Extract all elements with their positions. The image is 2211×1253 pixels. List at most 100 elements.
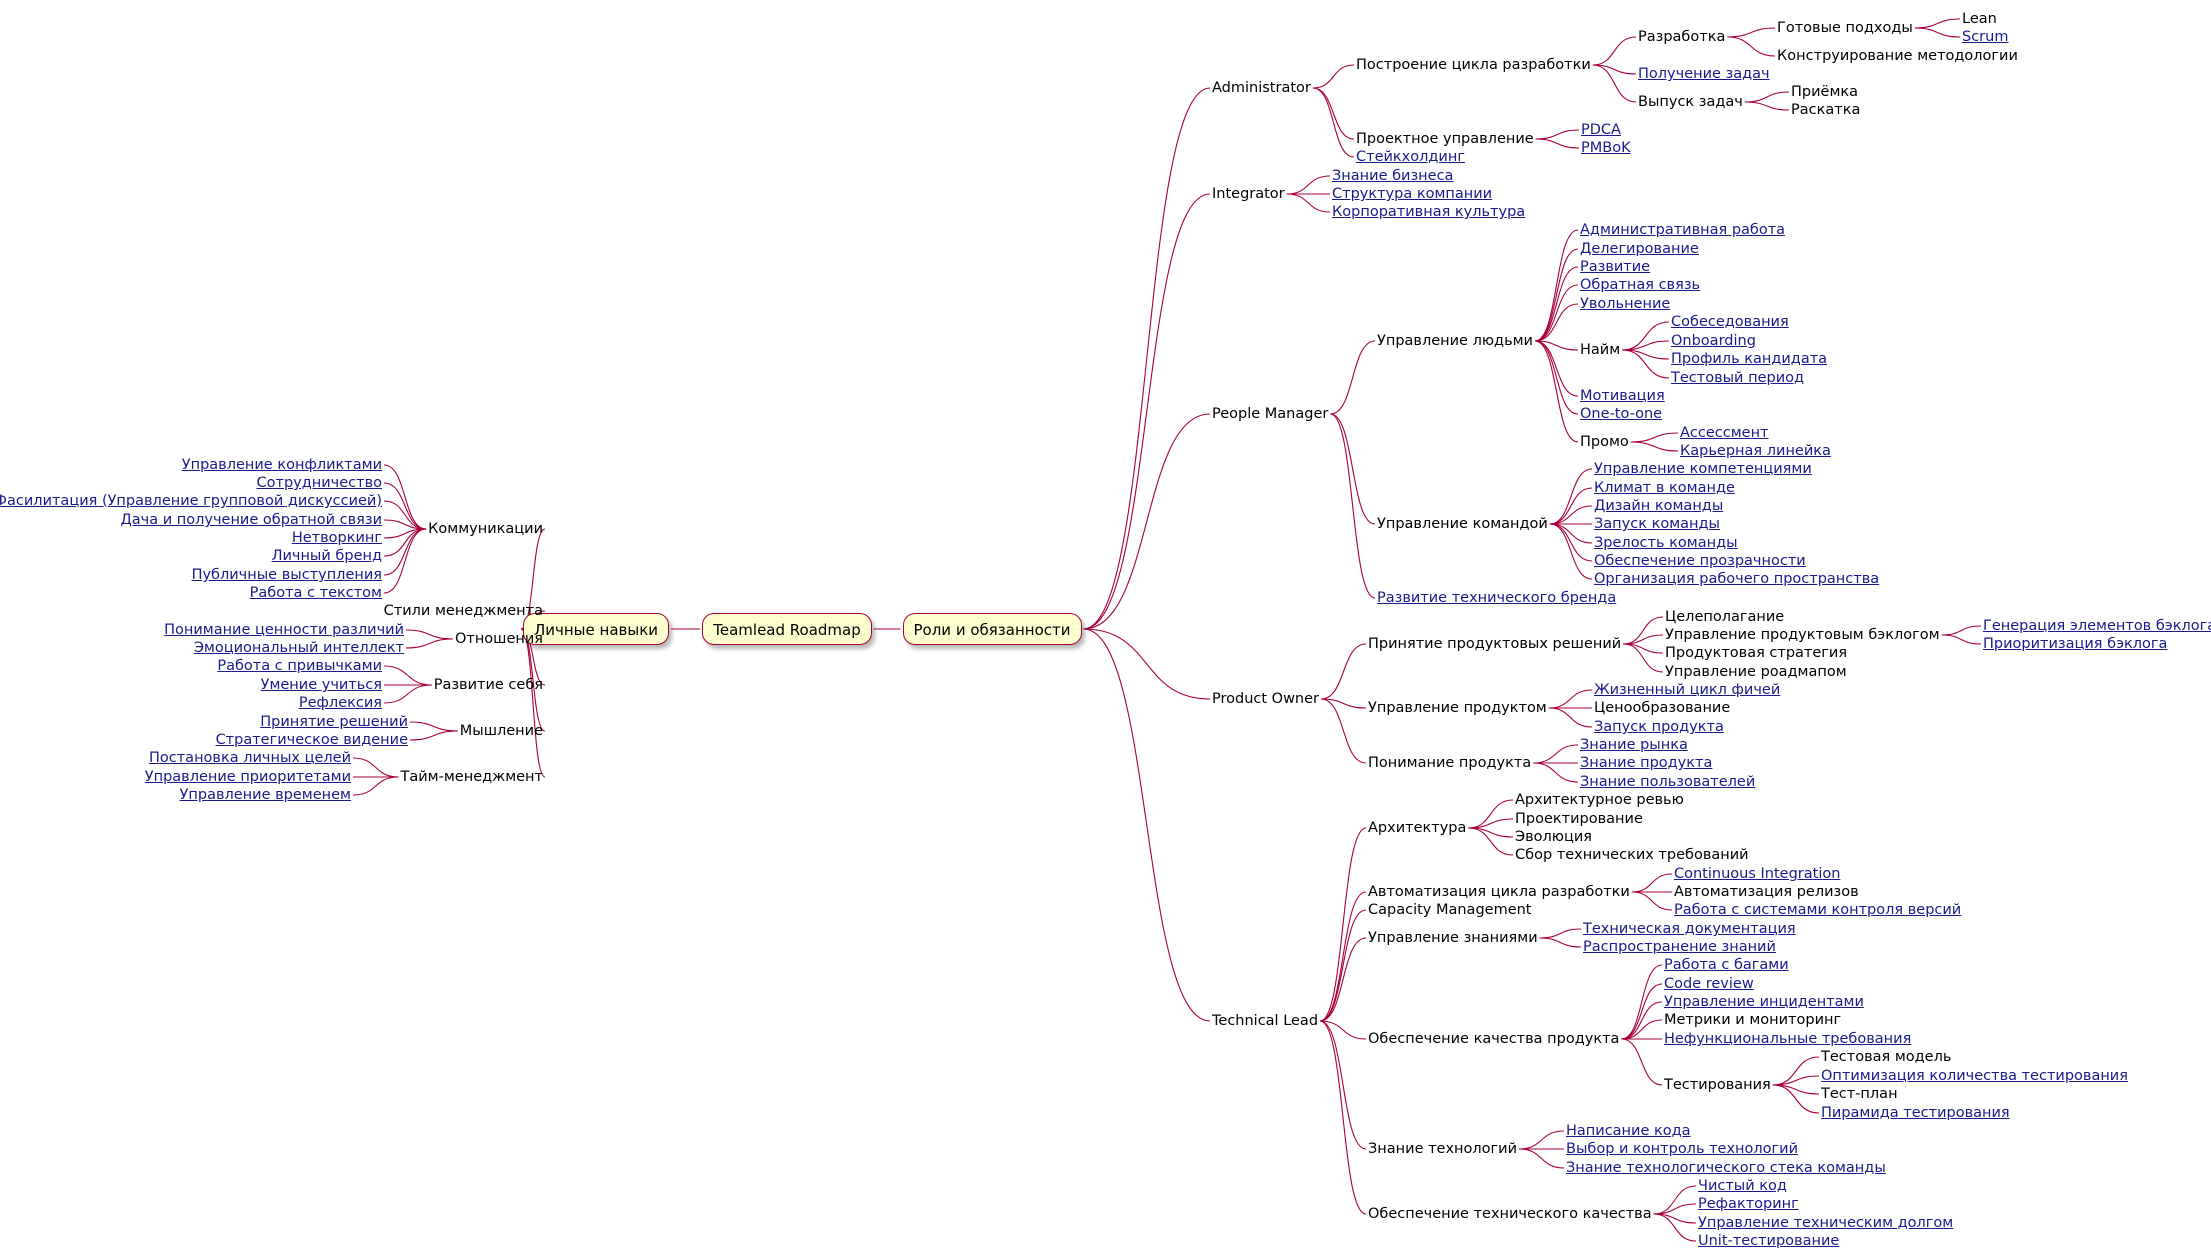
node-link-bugs[interactable]: Работа с багами	[1664, 957, 1789, 973]
node-link-stakeholding[interactable]: Стейкхолдинг	[1356, 149, 1465, 165]
node-link-facilitation[interactable]: Фасилитация (Управление групповой дискус…	[0, 493, 382, 509]
node-link-priorities[interactable]: Управление приоритетами	[144, 769, 351, 785]
node-link-unit-testing[interactable]: Unit-тестирование	[1698, 1233, 1840, 1249]
node-link-onboarding[interactable]: Onboarding	[1671, 333, 1756, 349]
node-label-quality: Обеспечение качества продукта	[1368, 1031, 1620, 1047]
node-link-feedback[interactable]: Дача и получение обратной связи	[120, 512, 382, 528]
node-link-writing-code[interactable]: Написание кода	[1566, 1123, 1691, 1139]
connector-clean-code	[1653, 1185, 1697, 1215]
node-link-career-ladder[interactable]: Карьерная линейка	[1680, 443, 1831, 459]
node-link-strategic-vision[interactable]: Стратегическое видение	[215, 732, 408, 748]
node-link-launch[interactable]: Запуск продукта	[1594, 719, 1724, 735]
node-link-ci[interactable]: Continuous Integration	[1674, 866, 1841, 882]
node-link-growth[interactable]: Развитие	[1580, 259, 1651, 275]
node-link-team-launch[interactable]: Запуск команды	[1594, 516, 1720, 532]
node-label-acceptance: Приёмка	[1791, 84, 1859, 100]
node-link-interviews[interactable]: Собеседования	[1671, 314, 1789, 330]
node-link-workspace[interactable]: Организация рабочего пространства	[1594, 571, 1880, 587]
node-link-personal-brand[interactable]: Личный бренд	[271, 548, 382, 564]
node-link-transparency[interactable]: Обеспечение прозрачности	[1594, 553, 1806, 569]
node-label-architecture: Архитектура	[1368, 820, 1467, 836]
node-link-motivation[interactable]: Мотивация	[1580, 388, 1665, 404]
node-label-product-management: Управление продуктом	[1368, 700, 1547, 716]
node-link-team-design[interactable]: Дизайн команды	[1594, 498, 1724, 514]
node-link-feedback[interactable]: Обратная связь	[1580, 277, 1701, 293]
connector-workspace	[1549, 523, 1593, 580]
connector-delegation	[1534, 248, 1579, 342]
node-label-time-management: Тайм-менеджмент	[400, 769, 543, 785]
node-link-nfr[interactable]: Нефункциональные требования	[1664, 1031, 1912, 1047]
node-link-delegation[interactable]: Делегирование	[1580, 241, 1699, 257]
node-label-capacity: Capacity Management	[1368, 902, 1532, 918]
node-link-generation[interactable]: Генерация элементов бэклога	[1983, 618, 2211, 634]
node-link-text-work[interactable]: Работа с текстом	[249, 585, 382, 601]
node-link-reflection[interactable]: Рефлексия	[298, 695, 382, 711]
node-link-sharing[interactable]: Распространение знаний	[1583, 939, 1776, 955]
node-link-scrum[interactable]: Scrum	[1962, 29, 2009, 45]
node-link-tech-debt[interactable]: Управление техническим долгом	[1698, 1215, 1954, 1231]
node-link-pdca[interactable]: PDCA	[1581, 122, 1621, 138]
node-label-testing: Тестирования	[1664, 1077, 1771, 1093]
connector-refactoring	[1653, 1203, 1697, 1215]
node-link-docs[interactable]: Техническая документация	[1583, 921, 1796, 937]
node-link-refactoring[interactable]: Рефакторинг	[1698, 1196, 1799, 1212]
node-link-candidate-profile[interactable]: Профиль кандидата	[1671, 351, 1828, 367]
node-link-optimization[interactable]: Оптимизация количества тестирования	[1821, 1068, 2128, 1084]
node-link-admin-work[interactable]: Административная работа	[1580, 222, 1786, 238]
node-link-public-speaking[interactable]: Публичные выступления	[191, 567, 382, 583]
node-label-team: Управление командой	[1377, 516, 1548, 532]
node-link-dismissal[interactable]: Увольнение	[1580, 296, 1671, 312]
node-link-corporate-culture[interactable]: Корпоративная культура	[1332, 204, 1526, 220]
node-link-business-knowledge[interactable]: Знание бизнеса	[1332, 168, 1454, 184]
node-link-lifecycle[interactable]: Жизненный цикл фичей	[1594, 682, 1781, 698]
node-link-stack[interactable]: Знание технологического стека команды	[1566, 1160, 1886, 1176]
node-link-users[interactable]: Знание пользователей	[1580, 774, 1756, 790]
node-label-automation: Автоматизация цикла разработки	[1368, 884, 1630, 900]
node-link-clean-code[interactable]: Чистый код	[1698, 1178, 1787, 1194]
node-link-eq[interactable]: Эмоциональный интеллект	[193, 640, 404, 656]
node-link-getting-tasks[interactable]: Получение задач	[1638, 66, 1770, 82]
node-link-prioritization[interactable]: Приоритизация бэклога	[1983, 636, 2168, 652]
node-link-decision-making[interactable]: Принятие решений	[260, 714, 408, 730]
node-link-market[interactable]: Знание рынка	[1580, 737, 1688, 753]
node-link-incidents[interactable]: Управление инцидентами	[1664, 994, 1864, 1010]
node-label-plan: Тест-план	[1821, 1086, 1898, 1102]
node-link-climate[interactable]: Климат в команде	[1594, 480, 1735, 496]
node-link-tech-brand[interactable]: Развитие технического бренда	[1377, 590, 1617, 606]
node-link-company-structure[interactable]: Структура компании	[1332, 186, 1493, 202]
connector-pmbok	[1535, 138, 1580, 149]
node-link-code-review[interactable]: Code review	[1664, 976, 1754, 992]
node-label-roadmap: Управление роадмапом	[1665, 664, 1847, 680]
node-label-task-release: Выпуск задач	[1638, 94, 1743, 110]
node-link-pmbok[interactable]: PMBoK	[1581, 140, 1631, 156]
node-link-team-maturity[interactable]: Зрелость команды	[1594, 535, 1738, 551]
connector-team-maturity	[1549, 523, 1593, 544]
node-link-networking[interactable]: Нетворкинг	[291, 530, 382, 546]
connector-code-review	[1621, 983, 1663, 1040]
node-link-conflicts[interactable]: Управление конфликтами	[181, 457, 382, 473]
node-label-people-manager: People Manager	[1212, 406, 1329, 422]
connector-integrator	[1083, 193, 1211, 630]
node-link-diversity[interactable]: Понимание ценности различий	[164, 622, 404, 638]
node-link-assessment[interactable]: Ассессмент	[1680, 425, 1769, 441]
node-link-probation[interactable]: Тестовый период	[1671, 370, 1805, 386]
node-link-competencies[interactable]: Управление компетенциями	[1594, 461, 1812, 477]
node-link-tech-choice[interactable]: Выбор и контроль технологий	[1566, 1141, 1799, 1157]
connector-automation	[1319, 891, 1367, 1022]
node-link-one-to-one[interactable]: One-to-one	[1580, 406, 1663, 422]
node-link-personal-goals[interactable]: Постановка личных целей	[148, 750, 351, 766]
node-link-vcs[interactable]: Работа с системами контроля версий	[1674, 902, 1962, 918]
node-label-build-cycle: Построение цикла разработки	[1356, 57, 1591, 73]
connector-acceptance	[1744, 91, 1790, 103]
node-link-cooperation[interactable]: Сотрудничество	[256, 475, 382, 491]
node-link-time[interactable]: Управление временем	[179, 787, 351, 803]
connector-market	[1533, 744, 1579, 764]
node-link-habits[interactable]: Работа с привычками	[217, 658, 382, 674]
connector-task-release	[1592, 64, 1637, 103]
node-label-development: Разработка	[1638, 29, 1726, 45]
node-link-learning[interactable]: Умение учиться	[260, 677, 382, 693]
node-link-pyramid[interactable]: Пирамида тестирования	[1821, 1105, 2010, 1121]
node-link-product[interactable]: Знание продукта	[1580, 755, 1713, 771]
node-label-understanding: Понимание продукта	[1368, 755, 1532, 771]
